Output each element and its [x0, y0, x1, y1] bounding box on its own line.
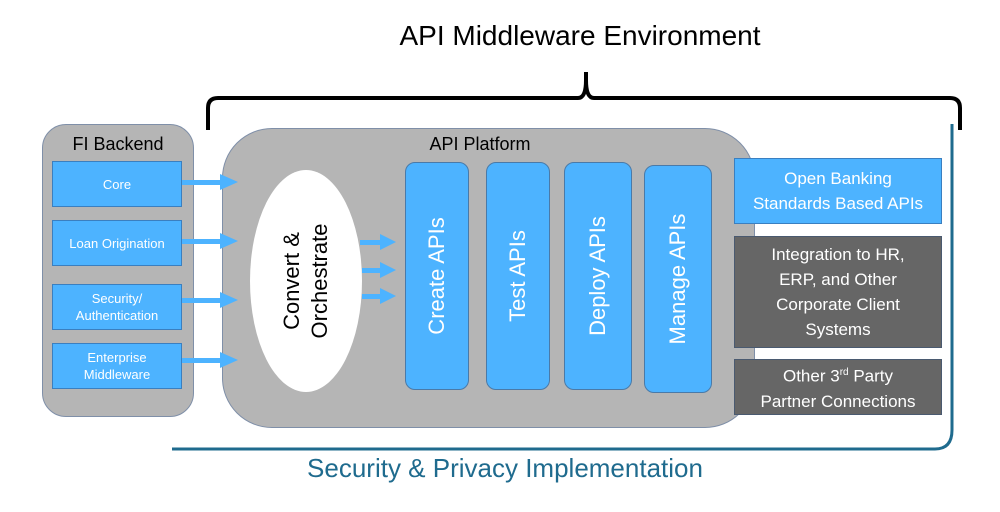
stage-test-apis: Test APIs — [486, 162, 550, 390]
arrow-enterprise-to-platform-icon — [182, 352, 238, 368]
partners-label: Partner Connections — [760, 391, 916, 411]
partners-superscript: rd — [839, 367, 849, 379]
arrow-orchestrate-to-create-2-icon — [362, 262, 396, 278]
api-platform-title: API Platform — [429, 134, 531, 154]
arrow-security-to-platform-icon — [182, 292, 238, 308]
fi-item-label: Security/ — [91, 291, 143, 306]
partners-prefix: Other 3 — [782, 366, 840, 386]
middleware-bracket — [206, 72, 962, 130]
arrow-core-to-platform-icon — [182, 174, 238, 190]
arrow-loan-to-platform-icon — [182, 233, 238, 249]
open-banking-apis-box: Open Banking Standards Based APIs — [734, 158, 942, 224]
fi-item-label: Core — [102, 176, 132, 192]
stage-manage-apis: Manage APIs — [644, 165, 712, 393]
fi-item-label: Enterprise — [87, 350, 147, 365]
security-privacy-label: Security & Privacy Implementation — [307, 453, 703, 483]
fi-item-label: Loan Origination — [69, 235, 165, 251]
fi-item-loan-origination: Loan Origination — [52, 220, 182, 266]
fi-backend-title: FI Backend — [72, 134, 164, 154]
partner-connections-box: Other 3rd Party Partner Connections — [734, 359, 942, 415]
stage-create-apis: Create APIs — [405, 162, 469, 390]
arrow-orchestrate-to-create-3-icon — [362, 288, 396, 304]
convert-orchestrate-node: Convert & Orchestrate — [250, 170, 362, 392]
integration-label: Integration to HR, — [771, 245, 905, 264]
partners-suffix: Party — [848, 366, 893, 386]
open-banking-label: Standards Based APIs — [752, 194, 924, 213]
security-boundary-line — [172, 124, 954, 451]
fi-item-enterprise-middleware: Enterprise Middleware — [52, 343, 182, 389]
fi-item-security-authentication: Security/ Authentication — [52, 284, 182, 330]
diagram-title: API Middleware Environment — [399, 20, 761, 51]
integration-label: Systems — [805, 320, 871, 339]
partners-label: Other 3rd Party — [783, 360, 893, 389]
fi-item-label: Middleware — [83, 367, 151, 382]
fi-item-core: Core — [52, 161, 182, 207]
corporate-integration-box: Integration to HR, ERP, and Other Corpor… — [734, 236, 942, 348]
arrow-orchestrate-to-create-1-icon — [360, 234, 396, 250]
integration-label: Corporate Client — [776, 295, 900, 314]
fi-item-label: Authentication — [75, 308, 159, 323]
open-banking-label: Open Banking — [784, 169, 892, 188]
stage-deploy-apis: Deploy APIs — [564, 162, 632, 390]
integration-label: ERP, and Other — [779, 270, 897, 289]
